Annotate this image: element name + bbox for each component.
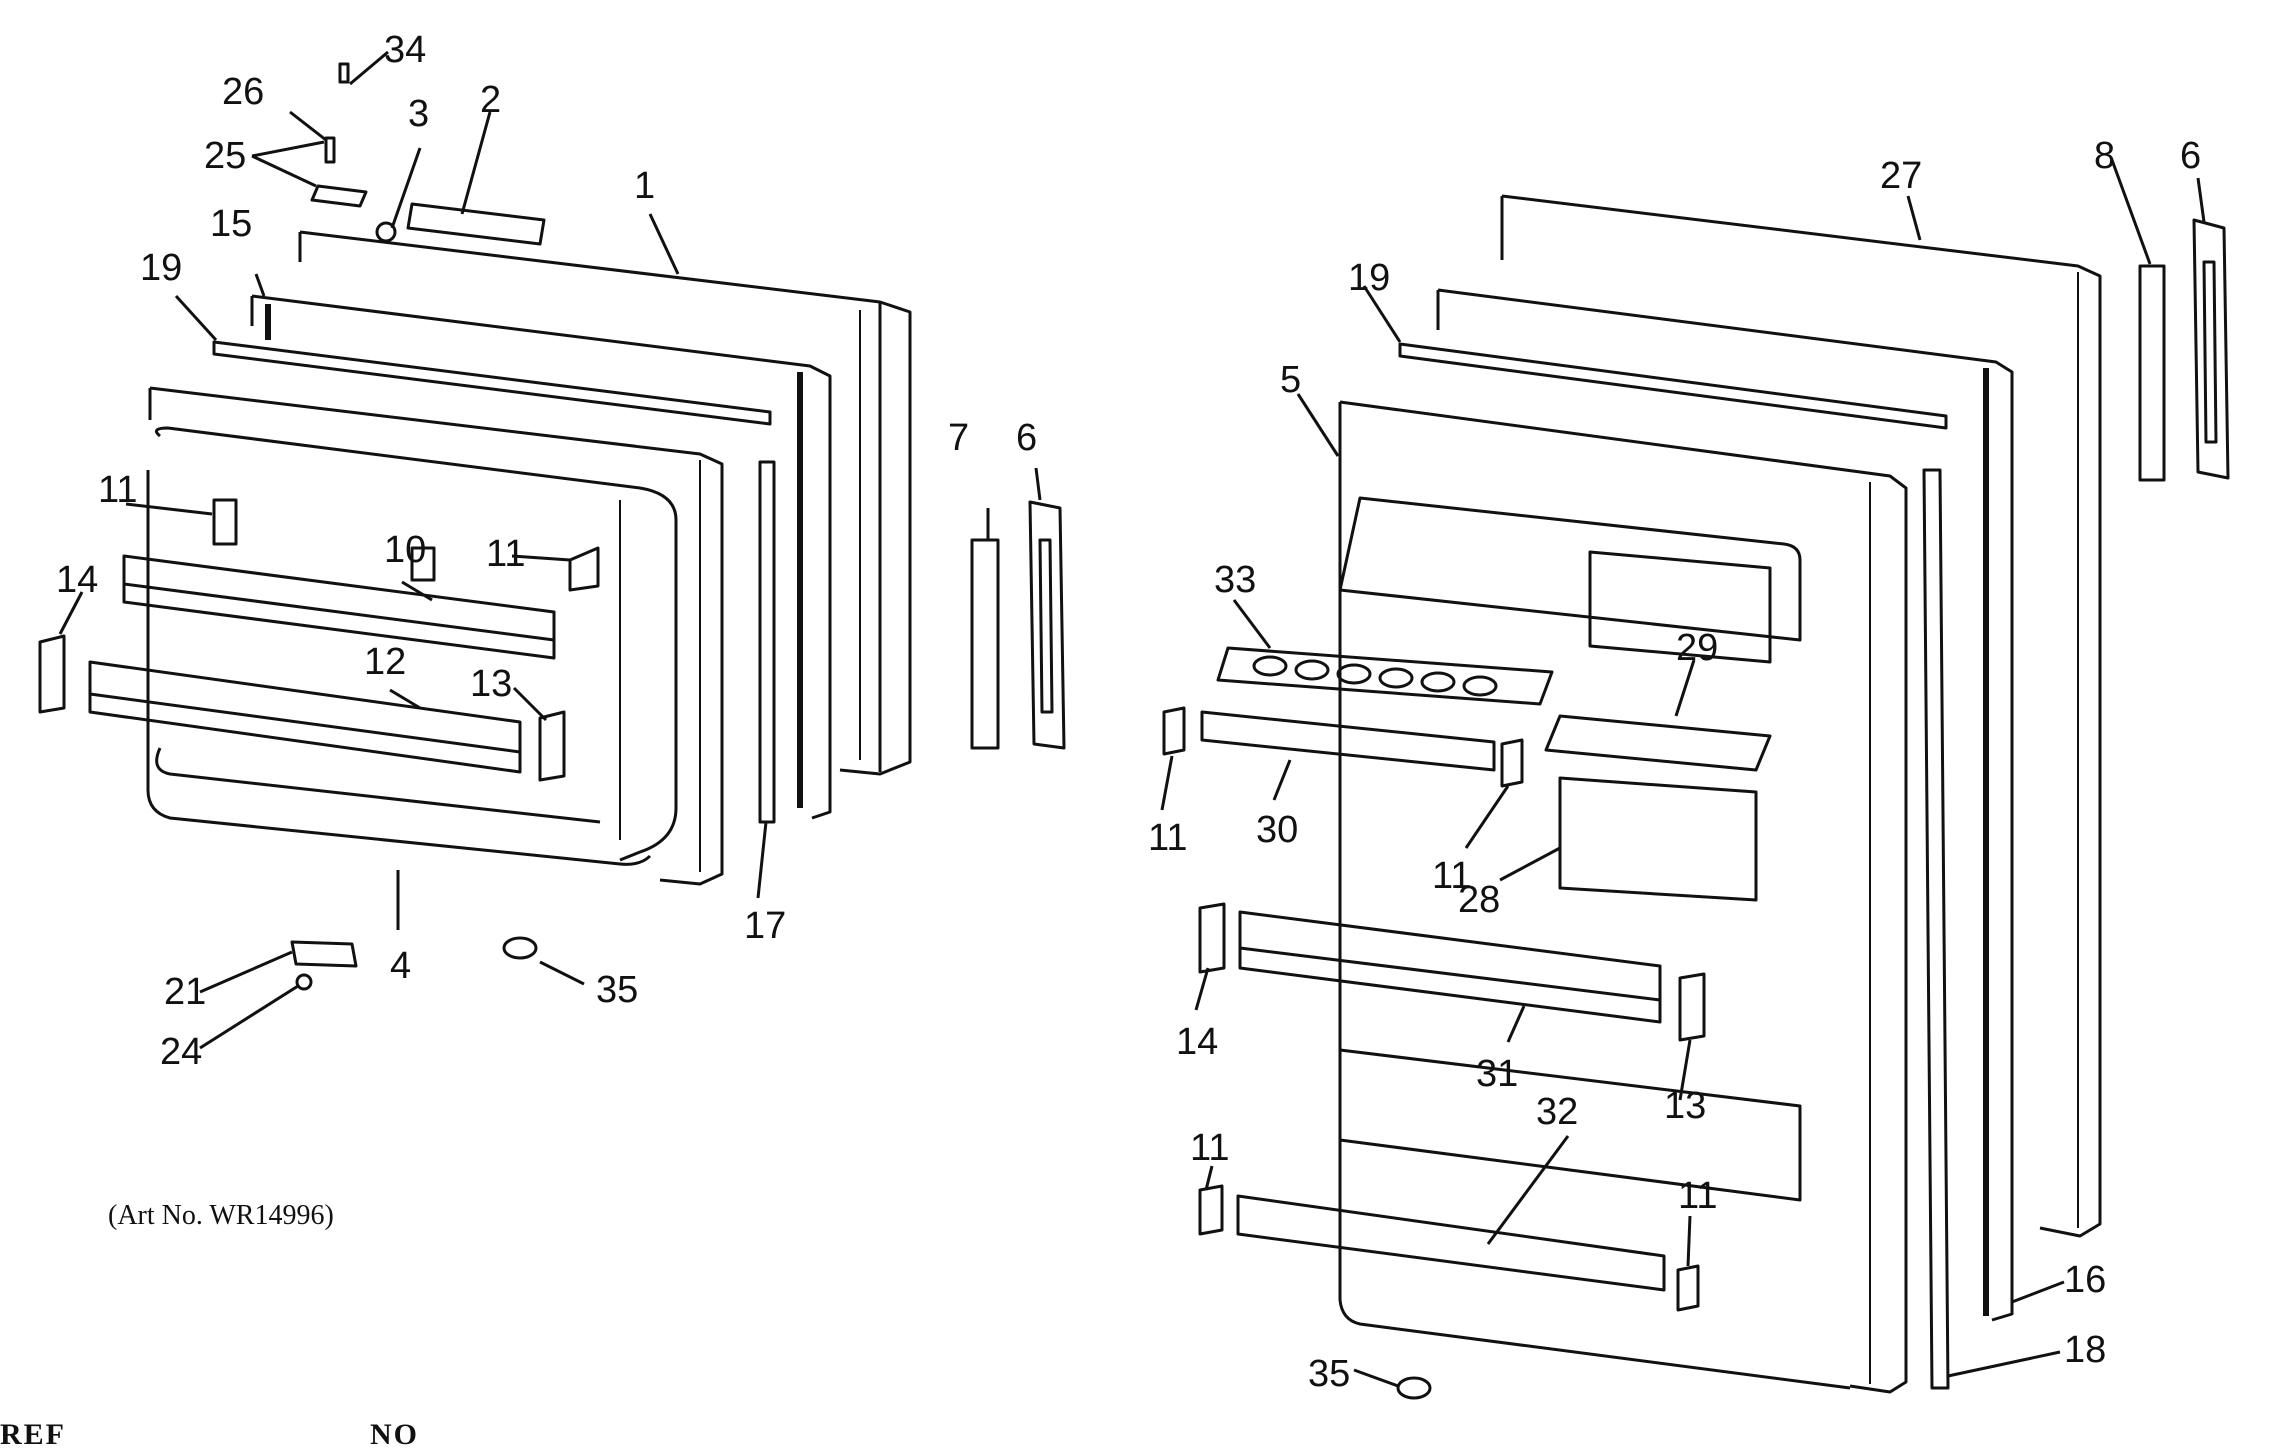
hinge-cover-2 (406, 202, 546, 246)
no-header: NO (370, 1418, 419, 1451)
bottom-hinge-21 (290, 940, 358, 968)
breaker-strip-19-right (1398, 342, 1948, 430)
screw-34 (338, 62, 350, 84)
shelf-32 (1236, 1194, 1666, 1292)
handle-6-right (2192, 218, 2230, 480)
callout-12: 12 (364, 641, 406, 683)
callout-4: 4 (390, 945, 411, 987)
callout-29: 29 (1676, 627, 1718, 669)
lower-bin-right (1338, 1048, 1802, 1202)
top-hinge-25 (310, 184, 368, 208)
callout-6-left: 6 (1016, 417, 1037, 459)
callout-18: 18 (2064, 1329, 2106, 1371)
callout-19-right: 19 (1348, 257, 1390, 299)
callout-35-left: 35 (596, 969, 638, 1011)
handle-6-left (1028, 500, 1066, 750)
shelf-bracket-11a (410, 546, 436, 582)
seal-strip-18 (1922, 468, 1950, 1390)
shelf-31 (1238, 910, 1662, 1024)
callout-17: 17 (744, 905, 786, 947)
callout-32: 32 (1536, 1091, 1578, 1133)
callout-33: 33 (1214, 559, 1256, 601)
shelf-bracket-11d (1162, 706, 1186, 756)
dairy-compartment-29 (1588, 550, 1772, 664)
callout-7: 7 (948, 417, 969, 459)
callout-3: 3 (408, 93, 429, 135)
seal-strip-17 (758, 460, 776, 824)
art-number: (Art No. WR14996) (108, 1200, 334, 1231)
callout-15: 15 (210, 203, 252, 245)
callout-24: 24 (160, 1031, 202, 1073)
callout-11-right-a: 11 (1148, 817, 1187, 859)
shelf-bracket-11b (568, 546, 600, 592)
shelf-end-13-left (538, 710, 566, 782)
callout-13-right: 13 (1664, 1085, 1706, 1127)
callout-21: 21 (164, 971, 206, 1013)
screw-3 (375, 221, 397, 243)
shelf-end-13-right (1678, 972, 1706, 1042)
callout-11-right-c: 11 (1190, 1127, 1229, 1169)
shelf-10 (122, 554, 556, 660)
breaker-strip-19-left (212, 340, 772, 426)
door-stop-35-right (1396, 1376, 1432, 1400)
callout-16: 16 (2064, 1259, 2106, 1301)
butter-compartment-28 (1558, 776, 1758, 902)
callout-28: 28 (1458, 879, 1500, 921)
dairy-door-29 (1544, 714, 1772, 772)
callout-2: 2 (480, 79, 501, 121)
shelf-30 (1200, 710, 1496, 772)
callout-10: 10 (384, 529, 426, 571)
callout-11-left-a: 11 (98, 469, 137, 511)
gasket-frame-right (1436, 288, 2014, 1322)
callout-31: 31 (1476, 1053, 1518, 1095)
gasket-frame-left (250, 294, 832, 820)
outer-door-panel-left (298, 230, 912, 776)
shelf-bracket-11e (1500, 738, 1524, 788)
shelf-end-14-right (1198, 902, 1226, 974)
callout-11-right-b: 11 (1432, 855, 1471, 897)
shelf-12 (88, 660, 522, 774)
callout-19-left: 19 (140, 247, 182, 289)
callout-11-right-d: 11 (1678, 1175, 1717, 1217)
callout-8: 8 (2094, 135, 2115, 177)
screw-26 (324, 136, 336, 164)
callout-14-left: 14 (56, 559, 98, 601)
shelf-bracket-11g (1676, 1264, 1700, 1312)
handle-bracket-7 (970, 538, 1000, 750)
callout-1: 1 (634, 165, 655, 207)
callout-5: 5 (1280, 359, 1301, 401)
callout-27: 27 (1880, 155, 1922, 197)
callout-26: 26 (222, 71, 264, 113)
callout-13-left: 13 (470, 663, 512, 705)
callout-6-right: 6 (2180, 135, 2201, 177)
inner-liner-left (148, 386, 724, 886)
callout-14-right: 14 (1176, 1021, 1218, 1063)
callout-35-right: 35 (1308, 1353, 1350, 1395)
door-stop-35-left (502, 936, 538, 960)
shelf-end-14-left (38, 634, 66, 714)
handle-bracket-8 (2138, 264, 2166, 482)
shelf-bracket-11c (212, 498, 238, 546)
outer-door-panel-right (1500, 194, 2102, 1238)
callout-11-left-b: 11 (486, 533, 525, 575)
callout-25: 25 (204, 135, 246, 177)
callout-34: 34 (384, 29, 426, 71)
inner-liner-right (1338, 400, 1908, 1394)
upper-shelf-right (1338, 496, 1802, 642)
liner-body-left (146, 426, 678, 866)
shelf-bracket-11f (1198, 1184, 1224, 1236)
callout-30: 30 (1256, 809, 1298, 851)
egg-tray-33 (1216, 646, 1554, 706)
ref-header: REF (0, 1418, 66, 1451)
screw-24 (295, 973, 313, 991)
